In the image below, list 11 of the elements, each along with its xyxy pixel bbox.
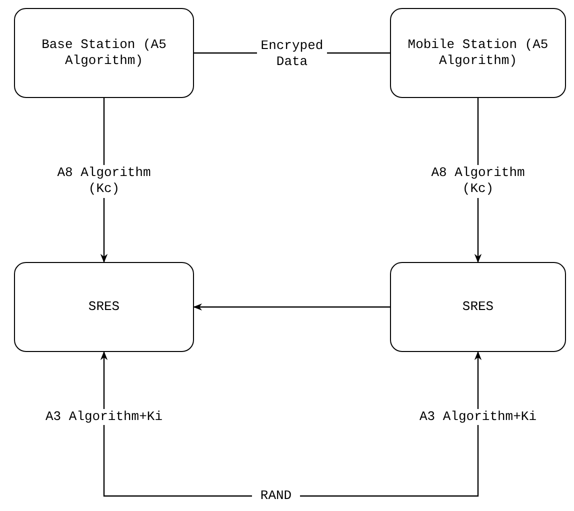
- process-box: [14, 8, 194, 98]
- arrow: [193, 303, 390, 311]
- process-box: [14, 262, 194, 352]
- arrow: [100, 351, 252, 497]
- process-box: [390, 8, 566, 98]
- box-text: SRES: [88, 298, 120, 316]
- box-text: SRES: [462, 298, 494, 316]
- box-text: Mobile Station (A5 Algorithm): [406, 36, 550, 70]
- box-text: Base Station (A5 Algorithm): [40, 36, 168, 70]
- arrow: [300, 351, 482, 497]
- process-box: [390, 262, 566, 352]
